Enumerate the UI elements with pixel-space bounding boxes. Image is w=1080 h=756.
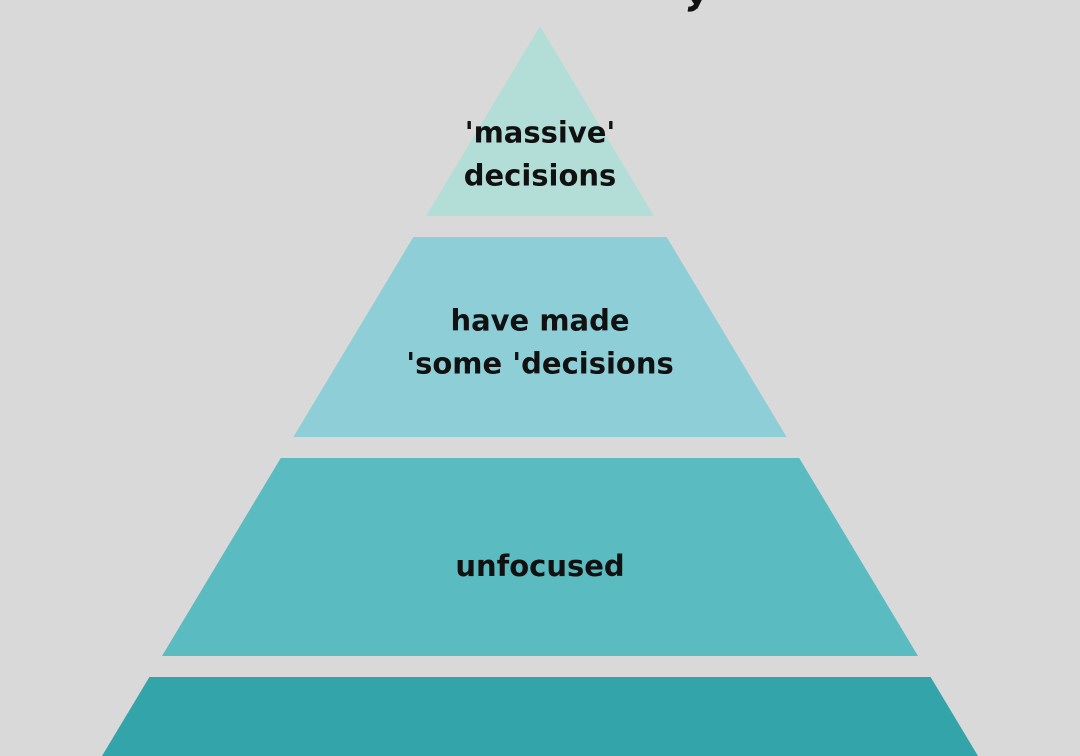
- tier-1-label-line-2: decisions: [464, 159, 617, 193]
- pyramid-labels: 'massive' decisions have made 'some 'decisi…: [406, 116, 674, 584]
- tier-2-label-line-2: 'some 'decisions: [406, 347, 674, 381]
- pyramid-tier-1: [426, 26, 654, 216]
- pyramid-tiers: [101, 26, 979, 756]
- pyramid-tier-2: [293, 237, 787, 437]
- pyramid-tier-4: [101, 677, 979, 756]
- pyramid-tier-3: [162, 458, 918, 656]
- title-fragment-glyph: [687, 0, 702, 12]
- tier-3-label-line-1: unfocused: [455, 549, 624, 583]
- tier-1-label-line-1: 'massive': [465, 116, 616, 150]
- tier-2-label-line-1: have made: [450, 304, 629, 338]
